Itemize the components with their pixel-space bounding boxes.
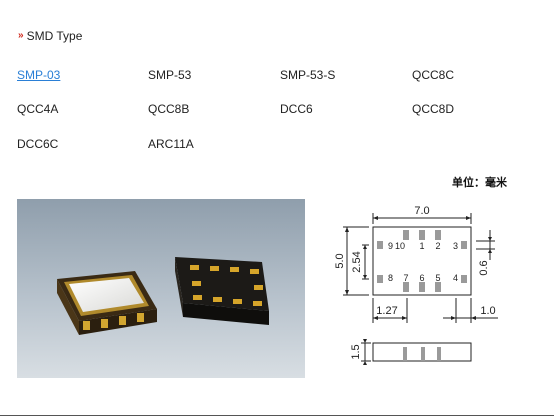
dim-thickness: 1.5: [350, 344, 362, 359]
dim-edge: 1.0: [480, 305, 495, 317]
pin-label: 9: [388, 241, 393, 251]
dim-width: 7.0: [414, 205, 429, 217]
package-link-qcc8c[interactable]: QCC8C: [412, 68, 455, 82]
package-link-smp-53[interactable]: SMP-53: [148, 68, 192, 82]
pin-label: 2: [435, 241, 440, 251]
pin-label: 1: [419, 241, 424, 251]
package-link-qcc8d[interactable]: QCC8D: [412, 102, 455, 116]
bottom-divider: [0, 415, 554, 416]
pin-labels: 9 10 1 2 3 8 7 6 5 4: [388, 241, 458, 283]
pin-label: 7: [403, 273, 408, 283]
pin-label: 10: [395, 241, 405, 251]
pin-label: 4: [453, 273, 458, 283]
dim-pitch-v: 2.54: [351, 251, 363, 272]
package-link-qcc4a[interactable]: QCC4A: [17, 102, 59, 116]
package-link-smp-53-s[interactable]: SMP-53-S: [280, 68, 336, 82]
package-link-arc11a[interactable]: ARC11A: [148, 137, 194, 151]
drawing-pads: [377, 230, 467, 361]
package-link-dcc6c[interactable]: DCC6C: [17, 137, 59, 151]
pin-label: 8: [388, 273, 393, 283]
unit-label: 单位：毫米: [452, 177, 507, 189]
package-link-smp-03[interactable]: SMP-03: [17, 68, 61, 82]
pin-label: 5: [435, 273, 440, 283]
crystal-bottom-view: [175, 257, 269, 325]
dimension-drawing: 7.0 5.0 2.54 0.6 1.27 1.0 1.5 9 10 1 2 3…: [334, 205, 498, 365]
product-photo: [17, 199, 305, 378]
package-link-qcc8b[interactable]: QCC8B: [148, 102, 190, 116]
section-title: » SMD Type: [18, 29, 82, 43]
dim-height: 5.0: [334, 253, 346, 268]
crystal-top-view: [57, 271, 157, 335]
dim-pad-width: 0.6: [478, 260, 490, 275]
double-chevron-down-icon: »: [18, 30, 24, 41]
section-title-text: SMD Type: [26, 29, 83, 43]
pin-label: 6: [419, 273, 424, 283]
dim-pitch-h: 1.27: [376, 305, 397, 317]
pin-label: 3: [453, 241, 458, 251]
package-link-dcc6[interactable]: DCC6: [280, 102, 313, 116]
